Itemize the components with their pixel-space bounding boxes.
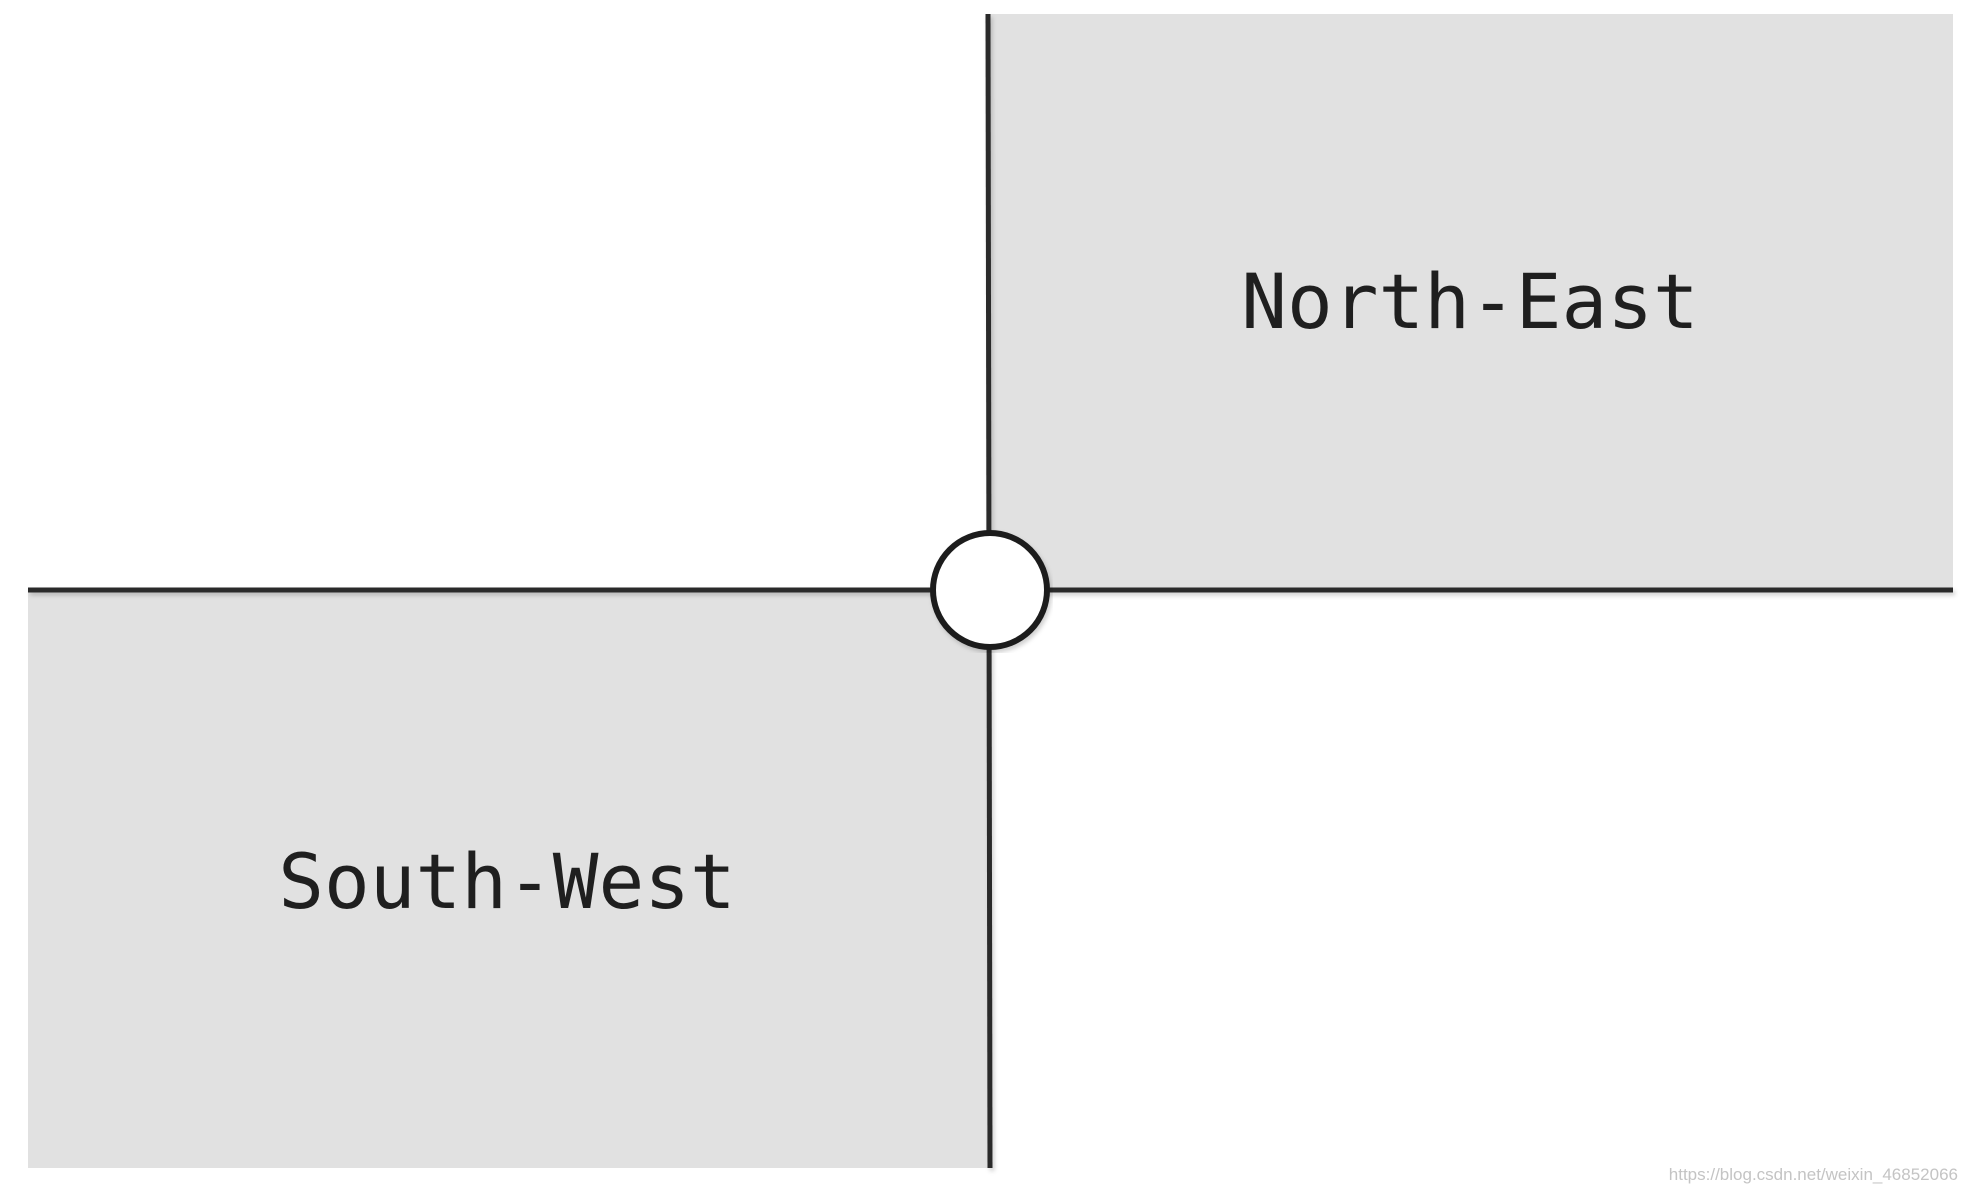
north-east-label: North-East xyxy=(1241,257,1699,346)
north-east-quadrant xyxy=(988,14,1953,590)
south-west-label: South-West xyxy=(278,837,736,926)
south-west-quadrant xyxy=(28,590,990,1168)
origin-circle xyxy=(930,530,1050,650)
watermark-text: https://blog.csdn.net/weixin_46852066 xyxy=(1669,1165,1958,1184)
